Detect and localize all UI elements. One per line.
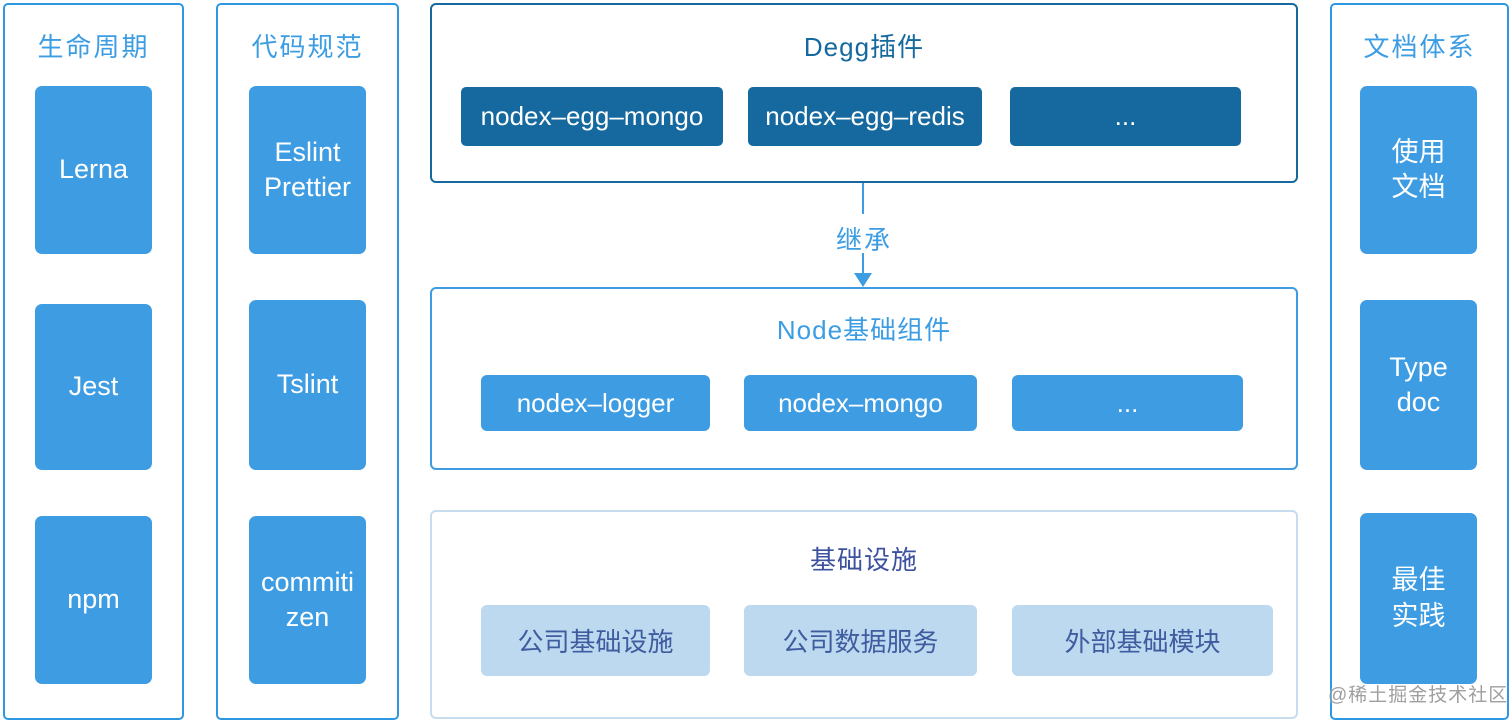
plugin-nodex-egg-mongo: nodex–egg–mongo — [461, 87, 723, 146]
code-style-item-tslint: Tslint — [249, 300, 366, 470]
inherit-arrow-head-icon — [854, 273, 872, 287]
docs-item-typedoc: Type doc — [1360, 300, 1477, 470]
base-nodex-logger: nodex–logger — [481, 375, 710, 431]
infra-external-base-modules: 外部基础模块 — [1012, 605, 1273, 676]
infra-company-infrastructure: 公司基础设施 — [481, 605, 710, 676]
lifecycle-item-jest: Jest — [35, 304, 152, 470]
infrastructure-container: 基础设施 公司基础设施 公司数据服务 外部基础模块 — [430, 510, 1298, 719]
docs-item-best-practice: 最佳 实践 — [1360, 513, 1477, 684]
inherit-arrow-line-bottom — [862, 253, 864, 274]
infrastructure-title: 基础设施 — [809, 545, 918, 575]
docs-column: 文档体系 使用 文档 Type doc 最佳 实践 — [1330, 3, 1509, 720]
infra-company-data-service: 公司数据服务 — [744, 605, 977, 676]
code-style-item-eslint-prettier: Eslint Prettier — [249, 86, 366, 254]
plugin-more: ... — [1010, 87, 1241, 146]
base-nodex-mongo: nodex–mongo — [744, 375, 977, 431]
lifecycle-column: 生命周期 Lerna Jest npm — [3, 3, 184, 720]
watermark-text: @稀土掘金技术社区 — [1328, 685, 1509, 706]
code-style-column-title: 代码规范 — [251, 32, 364, 62]
code-style-item-commitizen: commitizen — [249, 516, 366, 684]
code-style-column: 代码规范 Eslint Prettier Tslint commitizen — [216, 3, 399, 720]
node-base-components-container: Node基础组件 nodex–logger nodex–mongo ... — [430, 287, 1298, 470]
lifecycle-column-title: 生命周期 — [37, 32, 150, 62]
degg-plugin-container: Degg插件 nodex–egg–mongo nodex–egg–redis .… — [430, 3, 1298, 183]
node-base-components-title: Node基础组件 — [776, 315, 952, 345]
lifecycle-item-lerna: Lerna — [35, 86, 152, 254]
docs-item-usage-doc: 使用 文档 — [1360, 86, 1477, 254]
lifecycle-item-npm: npm — [35, 516, 152, 684]
inherit-arrow-label: 继承 — [835, 225, 892, 255]
degg-plugin-title: Degg插件 — [803, 32, 925, 62]
plugin-nodex-egg-redis: nodex–egg–redis — [748, 87, 982, 146]
docs-column-title: 文档体系 — [1363, 32, 1476, 62]
inherit-arrow-line-top — [862, 183, 864, 214]
base-more: ... — [1012, 375, 1243, 431]
